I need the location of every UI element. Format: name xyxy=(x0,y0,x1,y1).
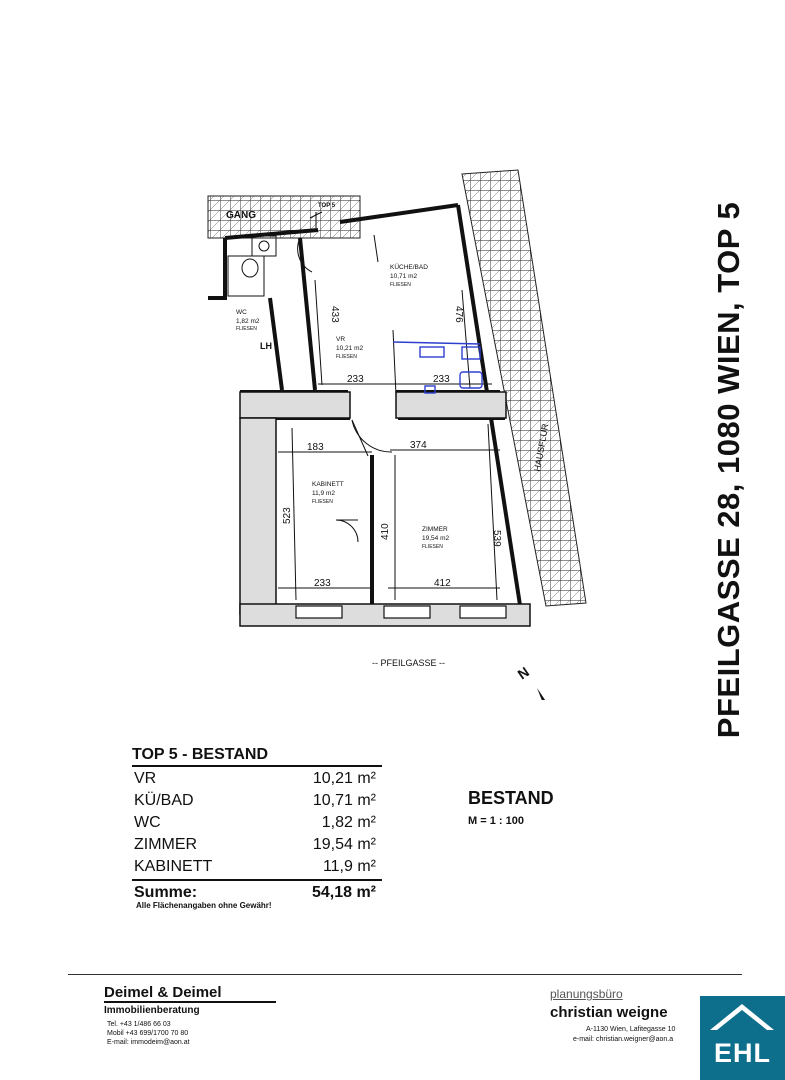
table-row: WC 1,82 m² xyxy=(132,811,382,833)
row-room: WC xyxy=(134,814,161,831)
dimension: 233 xyxy=(433,374,450,385)
dimension: 523 xyxy=(282,507,293,524)
logo-text: EHL xyxy=(714,1038,771,1068)
dimension: 410 xyxy=(380,523,391,540)
compass-north: N xyxy=(515,664,532,683)
row-area: 10,21 m² xyxy=(312,770,376,787)
sum-value: 54,18 m² xyxy=(311,884,376,901)
room-area: 11,9 m2 xyxy=(312,490,335,497)
row-area: 1,82 m² xyxy=(321,814,376,831)
row-room: KABINETT xyxy=(134,858,213,875)
room-kueche-bad: KÜCHE/BAD 10,71 m2 FLIESEN xyxy=(390,263,428,288)
table-row: KÜ/BAD 10,71 m² xyxy=(132,789,382,811)
scale-ratio: M = 1 : 100 xyxy=(468,815,524,827)
table-row: VR 10,21 m² xyxy=(132,767,382,789)
room-kabinett: KABINETT 11,9 m2 FLIESEN xyxy=(312,481,344,505)
row-room: ZIMMER xyxy=(134,836,198,853)
room-area: 19,54 m2 xyxy=(422,535,449,542)
row-room: VR xyxy=(134,770,157,787)
room-name: KABINETT xyxy=(312,481,344,488)
dimension-labels: 233 233 183 374 233 412 523 410 539 433 … xyxy=(282,306,502,589)
bureau-name: christian weigne xyxy=(550,1004,668,1021)
agency-name: Deimel & Deimel xyxy=(104,984,222,1001)
dimension: 539 xyxy=(491,530,502,547)
table-title: TOP 5 - BESTAND xyxy=(132,746,382,767)
row-room: KÜ/BAD xyxy=(134,792,194,809)
room-wc: WC 1,82 m2 FLIESEN xyxy=(236,309,260,332)
bureau-label: planungsbüro xyxy=(550,987,623,1001)
floor-plan: -- PFEILGASSE -- GANG TOP 5 HAUSFLUR LH … xyxy=(207,169,587,700)
top-label: TOP 5 xyxy=(318,203,336,209)
ehl-logo: EHL xyxy=(700,996,785,1080)
room-name: WC xyxy=(236,309,247,316)
sheet-title: PFEILGASSE 28, 1080 WIEN, TOP 5 xyxy=(711,201,746,739)
dimension: 412 xyxy=(434,578,451,589)
agency-mobil: Mobil +43 699/1700 70 80 xyxy=(107,1030,189,1037)
house-roof-icon xyxy=(710,1004,774,1030)
room-name: VR xyxy=(336,336,345,343)
agency-email: E-mail: immodeim@aon.at xyxy=(107,1039,190,1046)
row-area: 10,71 m² xyxy=(312,792,376,809)
room-vr: VR 10,21 m2 FLIESEN xyxy=(336,336,363,360)
footer-divider xyxy=(68,974,742,975)
sum-label: Summe: xyxy=(134,884,198,901)
room-floor: FLIESEN xyxy=(312,499,333,505)
room-area: 10,71 m2 xyxy=(390,273,417,280)
doors xyxy=(297,211,393,543)
room-area: 1,82 m2 xyxy=(236,318,260,325)
table-row: ZIMMER 19,54 m² xyxy=(132,833,382,855)
row-area: 11,9 m² xyxy=(322,858,376,875)
agency-subtitle: Immobilienberatung xyxy=(104,1005,200,1016)
dimension: 374 xyxy=(410,440,427,451)
bestand-title: BESTAND xyxy=(468,788,554,808)
agency-underline xyxy=(104,1001,276,1003)
bureau-email: e-mail: christian.weigner@aon.a xyxy=(573,1036,674,1043)
room-floor: FLIESEN xyxy=(422,544,443,550)
disclaimer-note: Alle Flächenangaben ohne Gewähr! xyxy=(136,901,272,910)
sum-row: Summe: 54,18 m² xyxy=(132,879,382,901)
agency-tel: Tel. +43 1/486 66 03 xyxy=(107,1021,171,1028)
lh-label: LH xyxy=(260,341,272,351)
room-floor: FLIESEN xyxy=(336,354,357,360)
compass-icon xyxy=(537,688,546,700)
corridor-label: GANG xyxy=(226,210,256,221)
area-table: TOP 5 - BESTAND VR 10,21 m² KÜ/BAD 10,71… xyxy=(132,746,382,910)
room-name: ZIMMER xyxy=(422,526,448,533)
dimension: 183 xyxy=(307,442,324,453)
interior-lines xyxy=(278,234,500,601)
dimension: 233 xyxy=(314,578,331,589)
kitchen-fixtures xyxy=(392,341,483,394)
room-name: KÜCHE/BAD xyxy=(390,263,428,271)
room-floor: FLIESEN xyxy=(390,282,411,288)
wc-fixtures xyxy=(227,235,277,297)
room-floor: FLIESEN xyxy=(236,326,257,332)
room-zimmer: ZIMMER 19,54 m2 FLIESEN xyxy=(422,526,449,550)
room-area: 10,21 m2 xyxy=(336,345,363,352)
bureau-address: A-1130 Wien, Lafitegasse 10 xyxy=(586,1026,676,1033)
street-label: -- PFEILGASSE -- xyxy=(372,658,445,668)
table-row: KABINETT 11,9 m² xyxy=(132,855,382,877)
dimension: 433 xyxy=(329,306,340,323)
windows xyxy=(295,605,507,619)
dimension: 476 xyxy=(453,306,464,323)
dimension: 233 xyxy=(347,374,364,385)
row-area: 19,54 m² xyxy=(312,836,376,853)
